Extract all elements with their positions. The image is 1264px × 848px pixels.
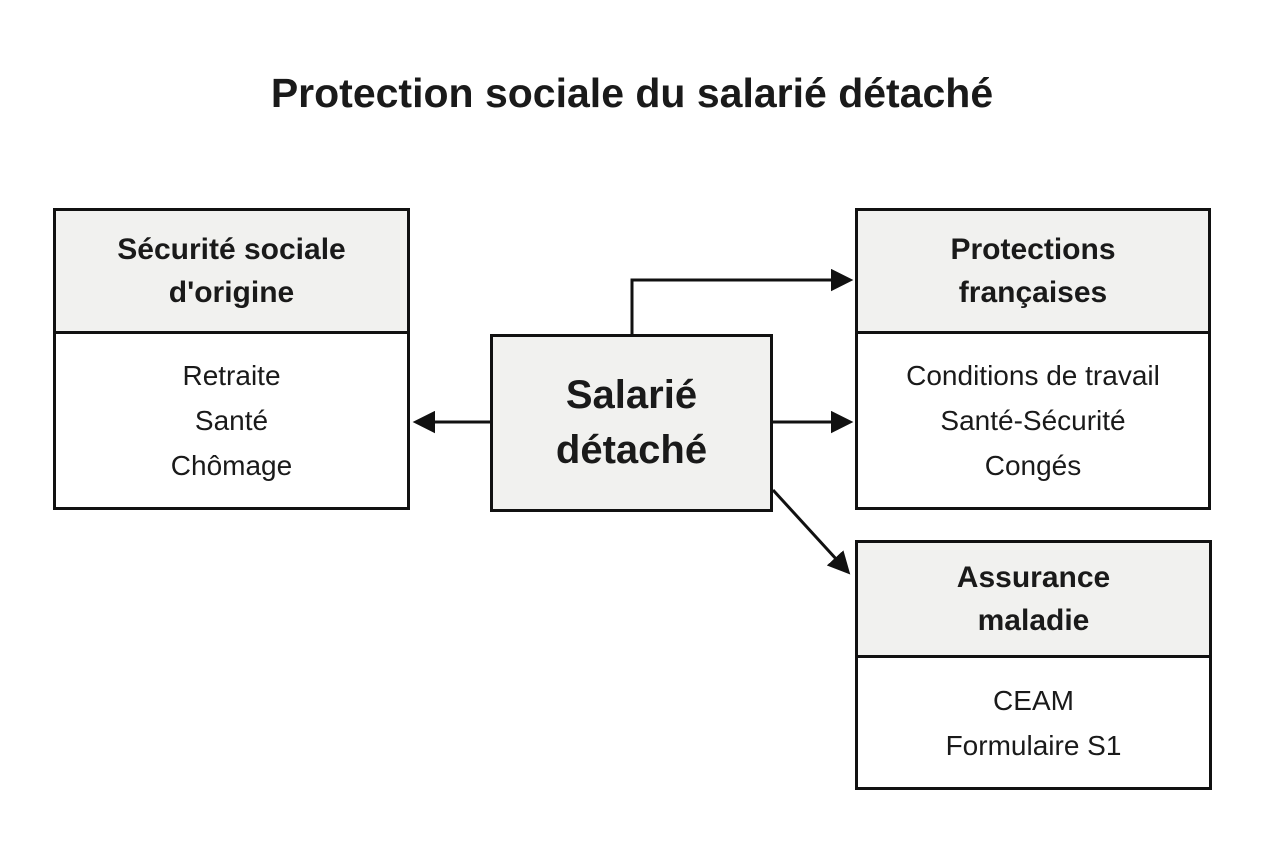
node-assurance-maladie: Assurance maladie CEAM Formulaire S1 — [855, 540, 1212, 790]
node-item: Santé-Sécurité — [940, 405, 1126, 436]
node-item: Congés — [984, 450, 1082, 481]
node-header-protections-francaises: Protections françaises — [858, 211, 1208, 334]
node-item: Formulaire S1 — [945, 729, 1122, 761]
arrow-center-to-right-top-header — [630, 268, 854, 334]
node-item: CEAM — [993, 684, 1074, 716]
node-body-securite-sociale-origine: Retraite Santé Chômage — [56, 334, 407, 507]
node-securite-sociale-origine: Sécurité sociale d'origine Retraite Sant… — [53, 208, 410, 510]
node-protections-francaises: Protections françaises Conditions de tra… — [855, 208, 1211, 510]
node-header-securite-sociale-origine: Sécurité sociale d'origine — [56, 211, 407, 334]
node-salarie-detache: Salarié détaché — [490, 334, 773, 512]
node-item: Conditions de travail — [906, 360, 1160, 391]
node-item: Chômage — [170, 450, 293, 481]
node-item: Santé — [194, 405, 269, 436]
diagram-title: Protection sociale du salarié détaché — [270, 70, 994, 116]
node-item: Retraite — [182, 360, 281, 391]
node-body-protections-francaises: Conditions de travail Santé-Sécurité Con… — [858, 334, 1208, 507]
node-body-assurance-maladie: CEAM Formulaire S1 — [858, 658, 1209, 787]
node-label-salarie-detache: Salarié détaché — [555, 373, 708, 472]
arrow-center-to-right-bottom-box — [771, 488, 851, 575]
node-header-assurance-maladie: Assurance maladie — [858, 543, 1209, 658]
